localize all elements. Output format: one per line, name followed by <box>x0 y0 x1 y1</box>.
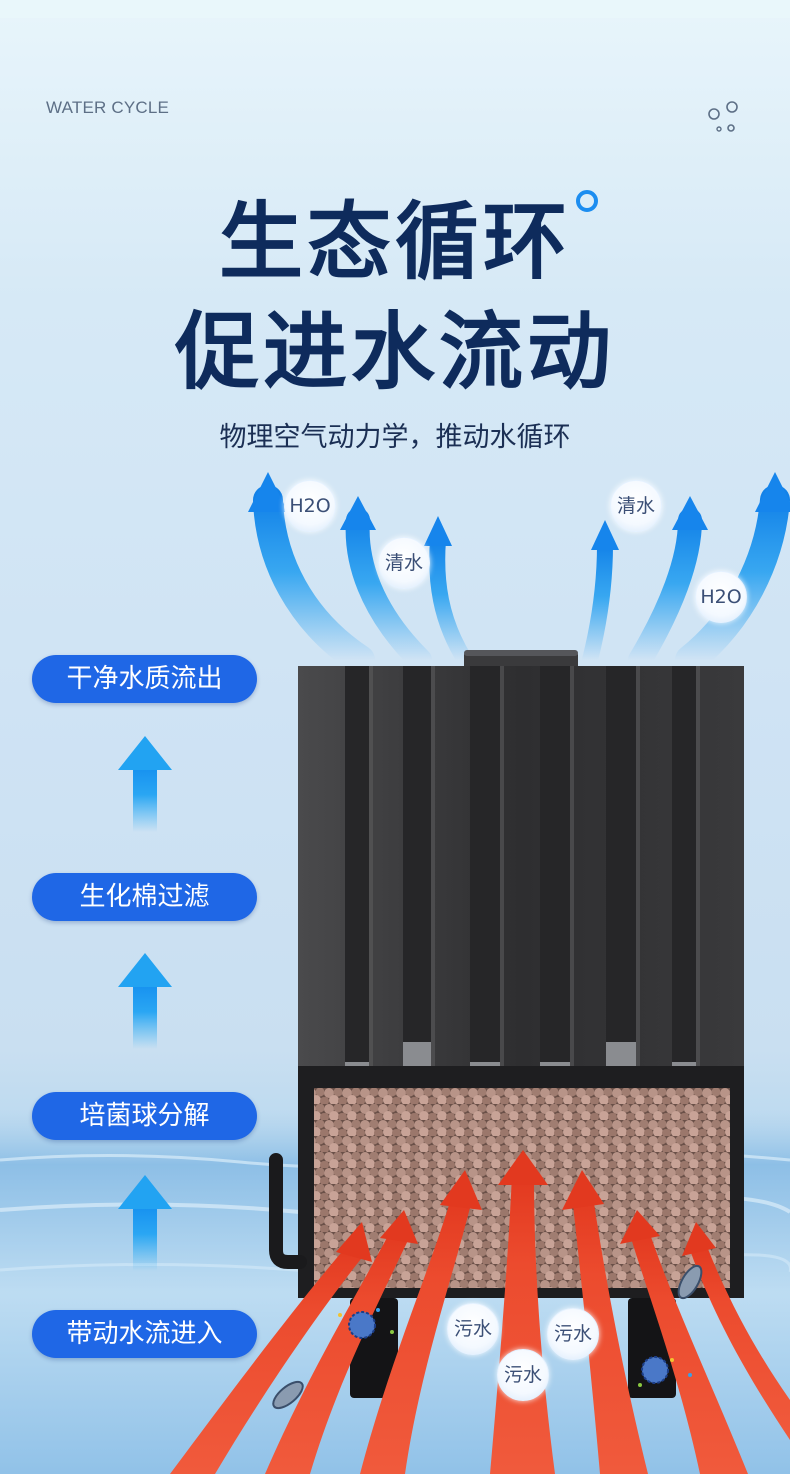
degree-circle-icon <box>576 190 598 212</box>
title-line-1: 生态循环 <box>218 193 571 291</box>
chip-dirty-water: 污水 <box>547 1308 599 1360</box>
chip-h2o: H2O <box>695 571 747 623</box>
step-bacteria-ball-decompose: 培菌球分解 <box>32 1092 257 1140</box>
chip-dirty-water: 污水 <box>497 1349 549 1401</box>
bubbles-icon <box>708 101 738 132</box>
chip-h2o: H2O <box>284 480 336 532</box>
step-bio-sponge-filter: 生化棉过滤 <box>32 873 257 921</box>
step-clean-water-out: 干净水质流出 <box>32 655 257 703</box>
subtitle: 物理空气动力学，推动水循环 <box>219 422 571 453</box>
bacteria-icon <box>272 1264 703 1410</box>
chip-dirty-water: 污水 <box>447 1303 499 1355</box>
step-water-flow-in: 带动水流进入 <box>32 1310 257 1358</box>
up-arrow-icon <box>118 736 172 1271</box>
title-line-2: 促进水流动 <box>174 303 615 401</box>
chip-clean-water: 清水 <box>610 480 662 532</box>
sponge-filter <box>269 650 744 1398</box>
chip-clean-water: 清水 <box>378 537 430 589</box>
section-tag: WATER CYCLE <box>46 98 170 117</box>
top-strip <box>0 0 790 18</box>
